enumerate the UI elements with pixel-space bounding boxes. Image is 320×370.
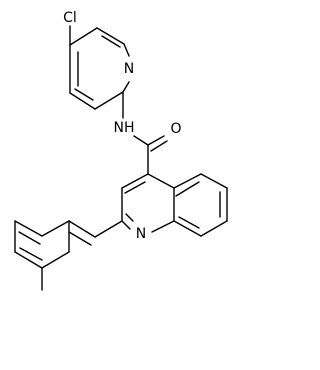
- pyridine-nitrogen-label: N: [124, 61, 134, 77]
- bond: [150, 140, 168, 152]
- bond: [173, 173, 202, 189]
- bond: [41, 220, 70, 237]
- bond: [133, 135, 149, 146]
- bond: [101, 35, 121, 48]
- bond: [178, 216, 200, 229]
- molecule-canvas: Cl N NH O N: [14, 10, 228, 291]
- bond: [125, 213, 134, 222]
- bond: [121, 173, 149, 189]
- chlorine-label: Cl: [63, 10, 77, 26]
- amide-nh-label: NH: [114, 120, 135, 136]
- bond: [14, 251, 43, 269]
- bond: [19, 247, 43, 261]
- bond: [74, 88, 94, 101]
- structure-drawing: Cl N NH O N: [14, 10, 228, 291]
- bond: [124, 181, 146, 194]
- bond: [123, 43, 130, 57]
- bond: [147, 135, 165, 146]
- amide-linker: [122, 91, 168, 175]
- quinoline-nitrogen-label: N: [136, 226, 146, 242]
- bond: [68, 220, 96, 238]
- bond: [122, 81, 130, 93]
- bond: [69, 92, 96, 110]
- bond: [69, 27, 98, 46]
- bond: [94, 220, 123, 238]
- bond: [147, 173, 175, 189]
- bond: [200, 220, 228, 237]
- bond: [96, 27, 125, 45]
- bond: [14, 220, 43, 237]
- bond: [151, 220, 175, 233]
- tolyl-ring: [14, 220, 123, 291]
- bond: [173, 220, 202, 237]
- carbonyl-oxygen-label: O: [170, 121, 181, 137]
- bond: [41, 251, 70, 269]
- quinoline-ring: [121, 173, 228, 237]
- bond: [175, 181, 200, 197]
- bond: [121, 220, 131, 230]
- bond: [68, 231, 92, 246]
- bond: [94, 91, 124, 110]
- bond: [18, 231, 41, 245]
- chloropyridine-ring: [69, 25, 130, 110]
- bond: [200, 173, 228, 189]
